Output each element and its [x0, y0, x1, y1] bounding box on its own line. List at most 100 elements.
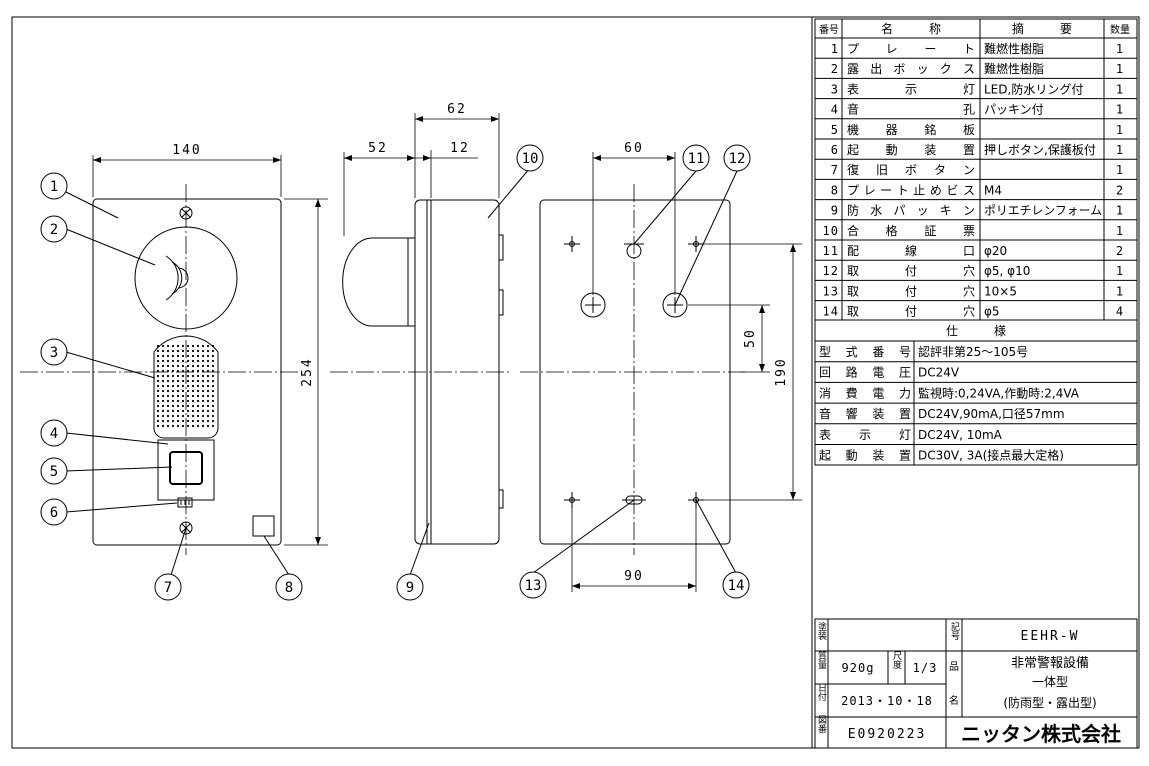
- front-view: 140 254: [20, 143, 328, 555]
- part-spec: φ20: [984, 244, 1007, 258]
- part-balloon: [275, 573, 303, 601]
- drawing-number: E0920223: [848, 727, 927, 742]
- spec-label: 音 響 装 置: [819, 406, 911, 421]
- balloon-number: 4: [50, 426, 58, 442]
- part-spec: 10×5: [984, 284, 1017, 298]
- indicator-lamp: [134, 226, 238, 330]
- dim-projection: 52: [368, 141, 388, 156]
- spec-label: 起 動 装 置: [819, 449, 911, 463]
- part-balloon: [516, 144, 544, 172]
- part-no: 3: [831, 82, 839, 96]
- part-qty: 4: [1116, 305, 1124, 319]
- part-qty: 1: [1116, 224, 1124, 238]
- side-view: 62 52 12: [330, 102, 510, 545]
- dim-hole-50: 50: [743, 328, 758, 348]
- product-name-label-2: 名: [949, 694, 959, 707]
- part-name: 取 付 穴: [847, 283, 975, 298]
- paint-label: 塗装: [816, 621, 827, 641]
- part-no: 11: [823, 244, 839, 258]
- product-name-line2: 一体型: [1032, 675, 1068, 689]
- scale-label: 尺度: [891, 651, 902, 670]
- part-name: 取 付 穴: [847, 263, 975, 278]
- part-qty: 1: [1116, 163, 1124, 177]
- code-label: 記号: [949, 621, 960, 641]
- balloon-number: 2: [50, 222, 58, 238]
- part-balloon: [723, 144, 751, 172]
- company-name: ニッタン株式会社: [961, 722, 1121, 746]
- parts-header-spec: 摘 要: [1012, 21, 1072, 36]
- part-balloon: [154, 573, 182, 601]
- title-block: 塗装 記号 EEHR-W 質量 920g 尺度 1/3 品 名 非常警報設備 一…: [814, 618, 1138, 749]
- part-spec: 難燃性樹脂: [984, 61, 1044, 76]
- part-no: 1: [831, 42, 839, 56]
- part-no: 9: [831, 204, 839, 218]
- part-name: 起 動 装 置: [847, 143, 975, 157]
- balloon-number: 9: [406, 580, 414, 596]
- part-qty: 1: [1116, 143, 1124, 157]
- approval-label: [252, 515, 275, 537]
- spec-value: DC24V, 10mA: [918, 428, 1003, 442]
- part-qty: 1: [1116, 284, 1124, 298]
- part-no: 12: [823, 264, 839, 278]
- speaker-holes: [156, 344, 215, 428]
- dim-width: 140: [172, 143, 201, 158]
- part-name: 合 格 証 票: [847, 223, 975, 238]
- drawing-no-label: 図番: [816, 715, 827, 733]
- part-name: 防 水 パ ッ キ ン: [847, 203, 975, 218]
- spec-label: 回 路 電 圧: [819, 365, 911, 380]
- spec-value: 認評非第25～105号: [918, 344, 1028, 359]
- dim-hole-90: 90: [624, 569, 644, 584]
- part-qty: 1: [1116, 42, 1124, 56]
- part-no: 13: [823, 284, 839, 298]
- date-value: 2013・10・18: [841, 694, 933, 708]
- spec-value: DC24V,90mA,口径57mm: [918, 407, 1065, 421]
- part-qty: 1: [1116, 82, 1124, 96]
- balloon-number: 12: [729, 151, 746, 167]
- balloon-number: 13: [525, 578, 542, 594]
- model-code: EEHR-W: [1021, 629, 1080, 644]
- spec-value: DC30V, 3A(接点最大定格): [918, 448, 1064, 463]
- spec-value: 監視時:0,24VA,作動時:2,4VA: [918, 385, 1080, 400]
- part-spec: 押しボタン,保護板付: [984, 142, 1096, 157]
- product-name-label-1: 品: [949, 661, 959, 673]
- part-no: 10: [823, 224, 839, 238]
- part-spec: ポリエチレンフォーム: [984, 204, 1102, 218]
- part-qty: 1: [1116, 204, 1124, 218]
- balloon-number: 6: [50, 505, 58, 521]
- spec-label: 型 式 番 号: [819, 345, 911, 359]
- parts-header-qty: 数量: [1110, 23, 1130, 36]
- balloon-number: 5: [50, 464, 58, 480]
- part-spec: φ5, φ10: [984, 264, 1030, 278]
- product-name-line3: (防雨型・露出型): [1003, 695, 1096, 710]
- part-qty: 1: [1116, 264, 1124, 278]
- dim-height: 254: [300, 357, 315, 386]
- part-name: 取 付 穴: [847, 304, 975, 319]
- part-no: 4: [831, 103, 839, 117]
- dim-hole-60: 60: [624, 141, 644, 156]
- part-balloon: [40, 338, 68, 366]
- parts-header-no: 番号: [819, 24, 839, 36]
- reset-button: [177, 497, 193, 508]
- part-qty: 2: [1116, 244, 1124, 258]
- leaders: [65, 167, 738, 576]
- part-balloon: [722, 571, 750, 599]
- part-name: 復 旧 ボ タ ン: [847, 162, 975, 177]
- spec-title: 仕 様: [946, 324, 1006, 338]
- product-name-line1: 非常警報設備: [1011, 655, 1089, 671]
- parts-header-name: 名 称: [881, 21, 941, 36]
- part-balloon: [40, 172, 68, 200]
- dim-plate: 12: [450, 141, 470, 156]
- part-spec: M4: [984, 183, 1002, 197]
- mass-label: 質量: [816, 650, 827, 669]
- part-qty: 2: [1116, 183, 1124, 197]
- part-no: 14: [823, 305, 839, 319]
- part-spec: 難燃性樹脂: [984, 41, 1044, 56]
- part-spec: φ5: [984, 305, 1000, 319]
- part-spec: パッキン付: [984, 103, 1044, 117]
- side-lamp: [342, 237, 415, 327]
